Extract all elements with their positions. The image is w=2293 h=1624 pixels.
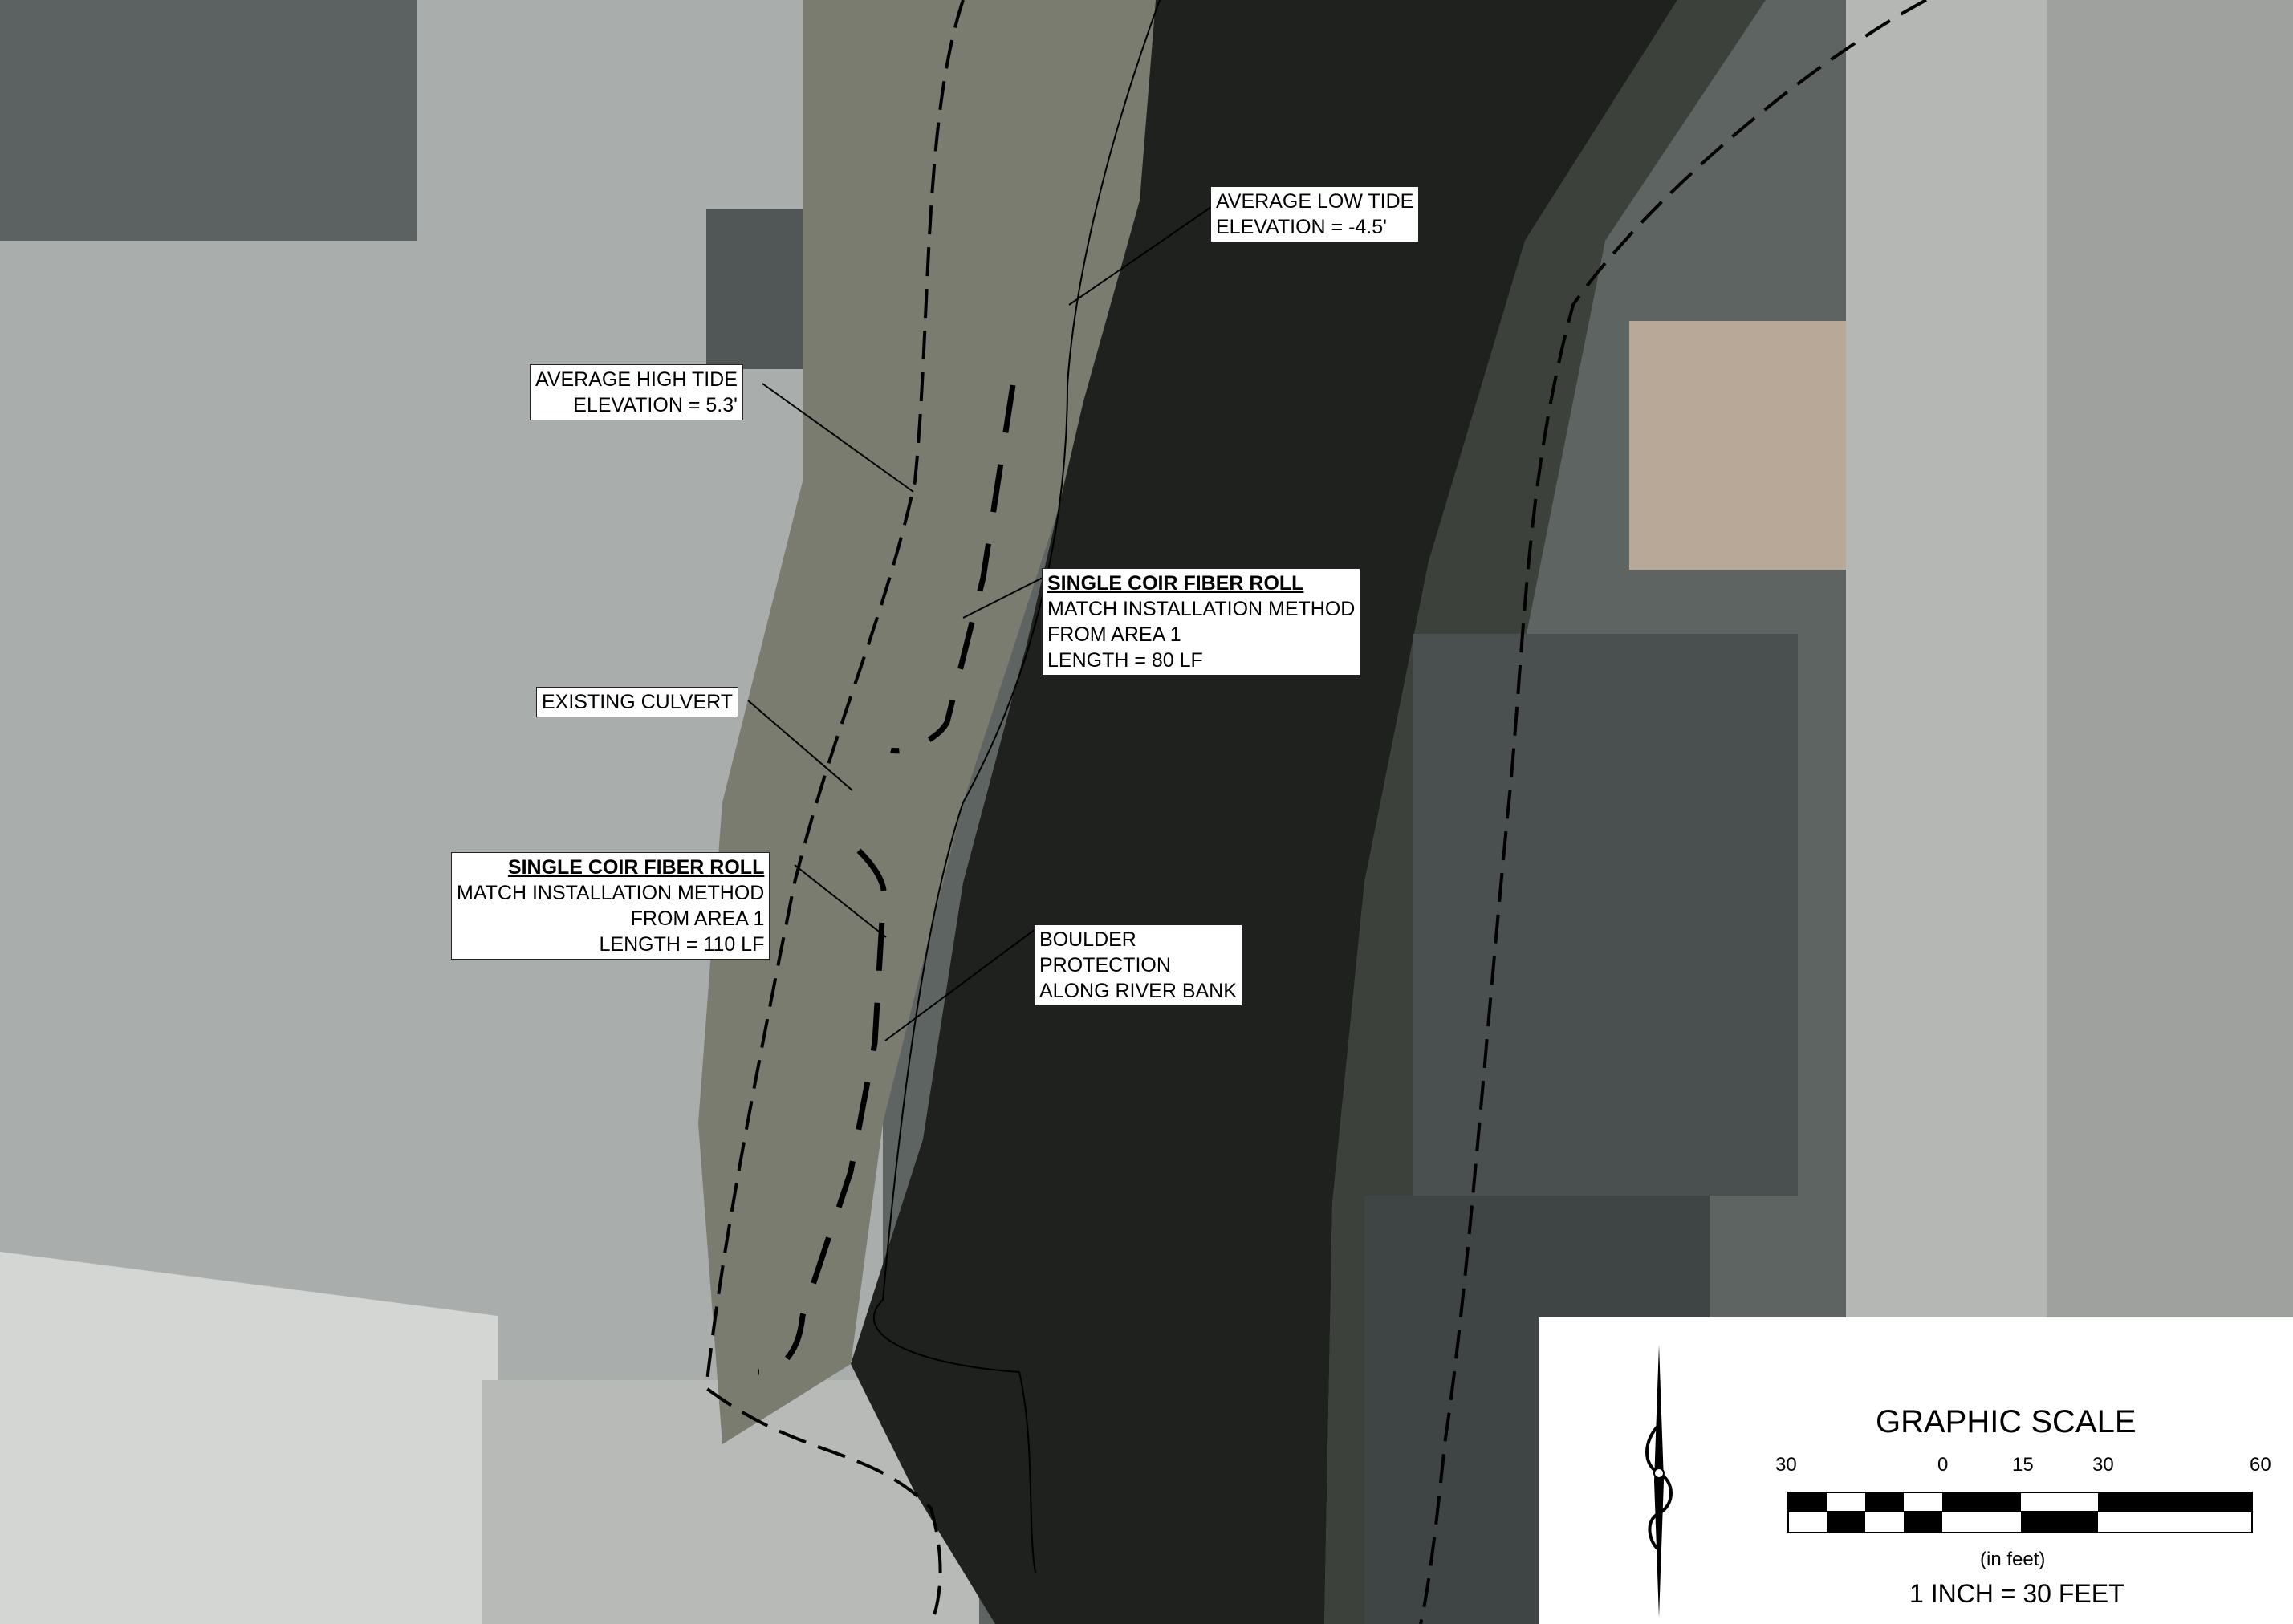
building-northwest: [0, 0, 417, 241]
leader-coir-2: [794, 864, 887, 938]
scale-tick-60: 60: [2250, 1454, 2271, 1476]
label-coir-roll-2: SINGLE COIR FIBER ROLL MATCH INSTALLATIO…: [451, 852, 770, 960]
graphic-scale-panel: GRAPHIC SCALE 30 0 15 30 60 (in feet) 1 …: [1539, 1317, 2293, 1624]
coir-roll-2-line2: MATCH INSTALLATION METHOD: [457, 882, 765, 904]
building-east-dark: [1413, 634, 1798, 1196]
high-tide-line-east: [1419, 0, 1927, 1624]
low-tide-line2: ELEVATION = -4.5': [1216, 216, 1387, 238]
north-arrow-icon: [1645, 1345, 1673, 1618]
label-average-high-tide: AVERAGE HIGH TIDE ELEVATION = 5.3': [530, 364, 743, 420]
high-tide-line1: AVERAGE HIGH TIDE: [535, 368, 738, 391]
coir-roll-2-line4: LENGTH = 110 LF: [599, 933, 765, 956]
scale-tick-30: 30: [2092, 1454, 2114, 1476]
coir-roll-2-segment: [758, 848, 888, 1375]
coir-roll-2-line3: FROM AREA 1: [630, 907, 765, 930]
coir-roll-1-line4: LENGTH = 80 LF: [1047, 649, 1203, 672]
coir-roll-2-title: SINGLE COIR FIBER ROLL: [507, 856, 765, 879]
culvert-text: EXISTING CULVERT: [542, 691, 734, 713]
high-tide-line2: ELEVATION = 5.3': [573, 394, 738, 416]
building-east-tan: [1629, 321, 1870, 570]
boulder-line2: PROTECTION: [1039, 954, 1171, 976]
scale-tick-15: 15: [2012, 1454, 2034, 1476]
coir-roll-1-segment: [890, 384, 1016, 754]
leader-high-tide: [762, 383, 914, 493]
scale-tick-30-left: 30: [1775, 1454, 1797, 1476]
coir-roll-1-line2: MATCH INSTALLATION METHOD: [1047, 598, 1356, 620]
leader-coir-1: [962, 575, 1047, 619]
scale-bar-icon: [1787, 1492, 2253, 1533]
river-channel: [851, 0, 1677, 1624]
scale-tick-0: 0: [1937, 1454, 1949, 1476]
boulder-line3: ALONG RIVER BANK: [1039, 980, 1237, 1002]
label-coir-roll-1: SINGLE COIR FIBER ROLL MATCH INSTALLATIO…: [1042, 568, 1361, 676]
boulder-line1: BOULDER: [1039, 928, 1136, 951]
scale-ratio: 1 INCH = 30 FEET: [1909, 1579, 2124, 1608]
low-tide-line: [872, 0, 1161, 1573]
coir-roll-1-line3: FROM AREA 1: [1047, 623, 1181, 646]
scale-unit: (in feet): [1980, 1549, 2046, 1570]
label-existing-culvert: EXISTING CULVERT: [536, 687, 739, 717]
label-average-low-tide: AVERAGE LOW TIDE ELEVATION = -4.5': [1210, 186, 1420, 242]
coir-roll-1-title: SINGLE COIR FIBER ROLL: [1047, 572, 1304, 595]
graphic-scale-title: GRAPHIC SCALE: [1876, 1404, 2136, 1439]
leader-culvert: [747, 700, 853, 791]
label-boulder-protection: BOULDER PROTECTION ALONG RIVER BANK: [1034, 924, 1242, 1006]
low-tide-line1: AVERAGE LOW TIDE: [1216, 190, 1414, 213]
leader-low-tide: [1068, 205, 1214, 306]
high-tide-line-west: [704, 0, 965, 1624]
leader-boulder: [884, 928, 1036, 1041]
building-southwest: [0, 1252, 498, 1624]
vegetated-bank-west: [698, 0, 1164, 1444]
